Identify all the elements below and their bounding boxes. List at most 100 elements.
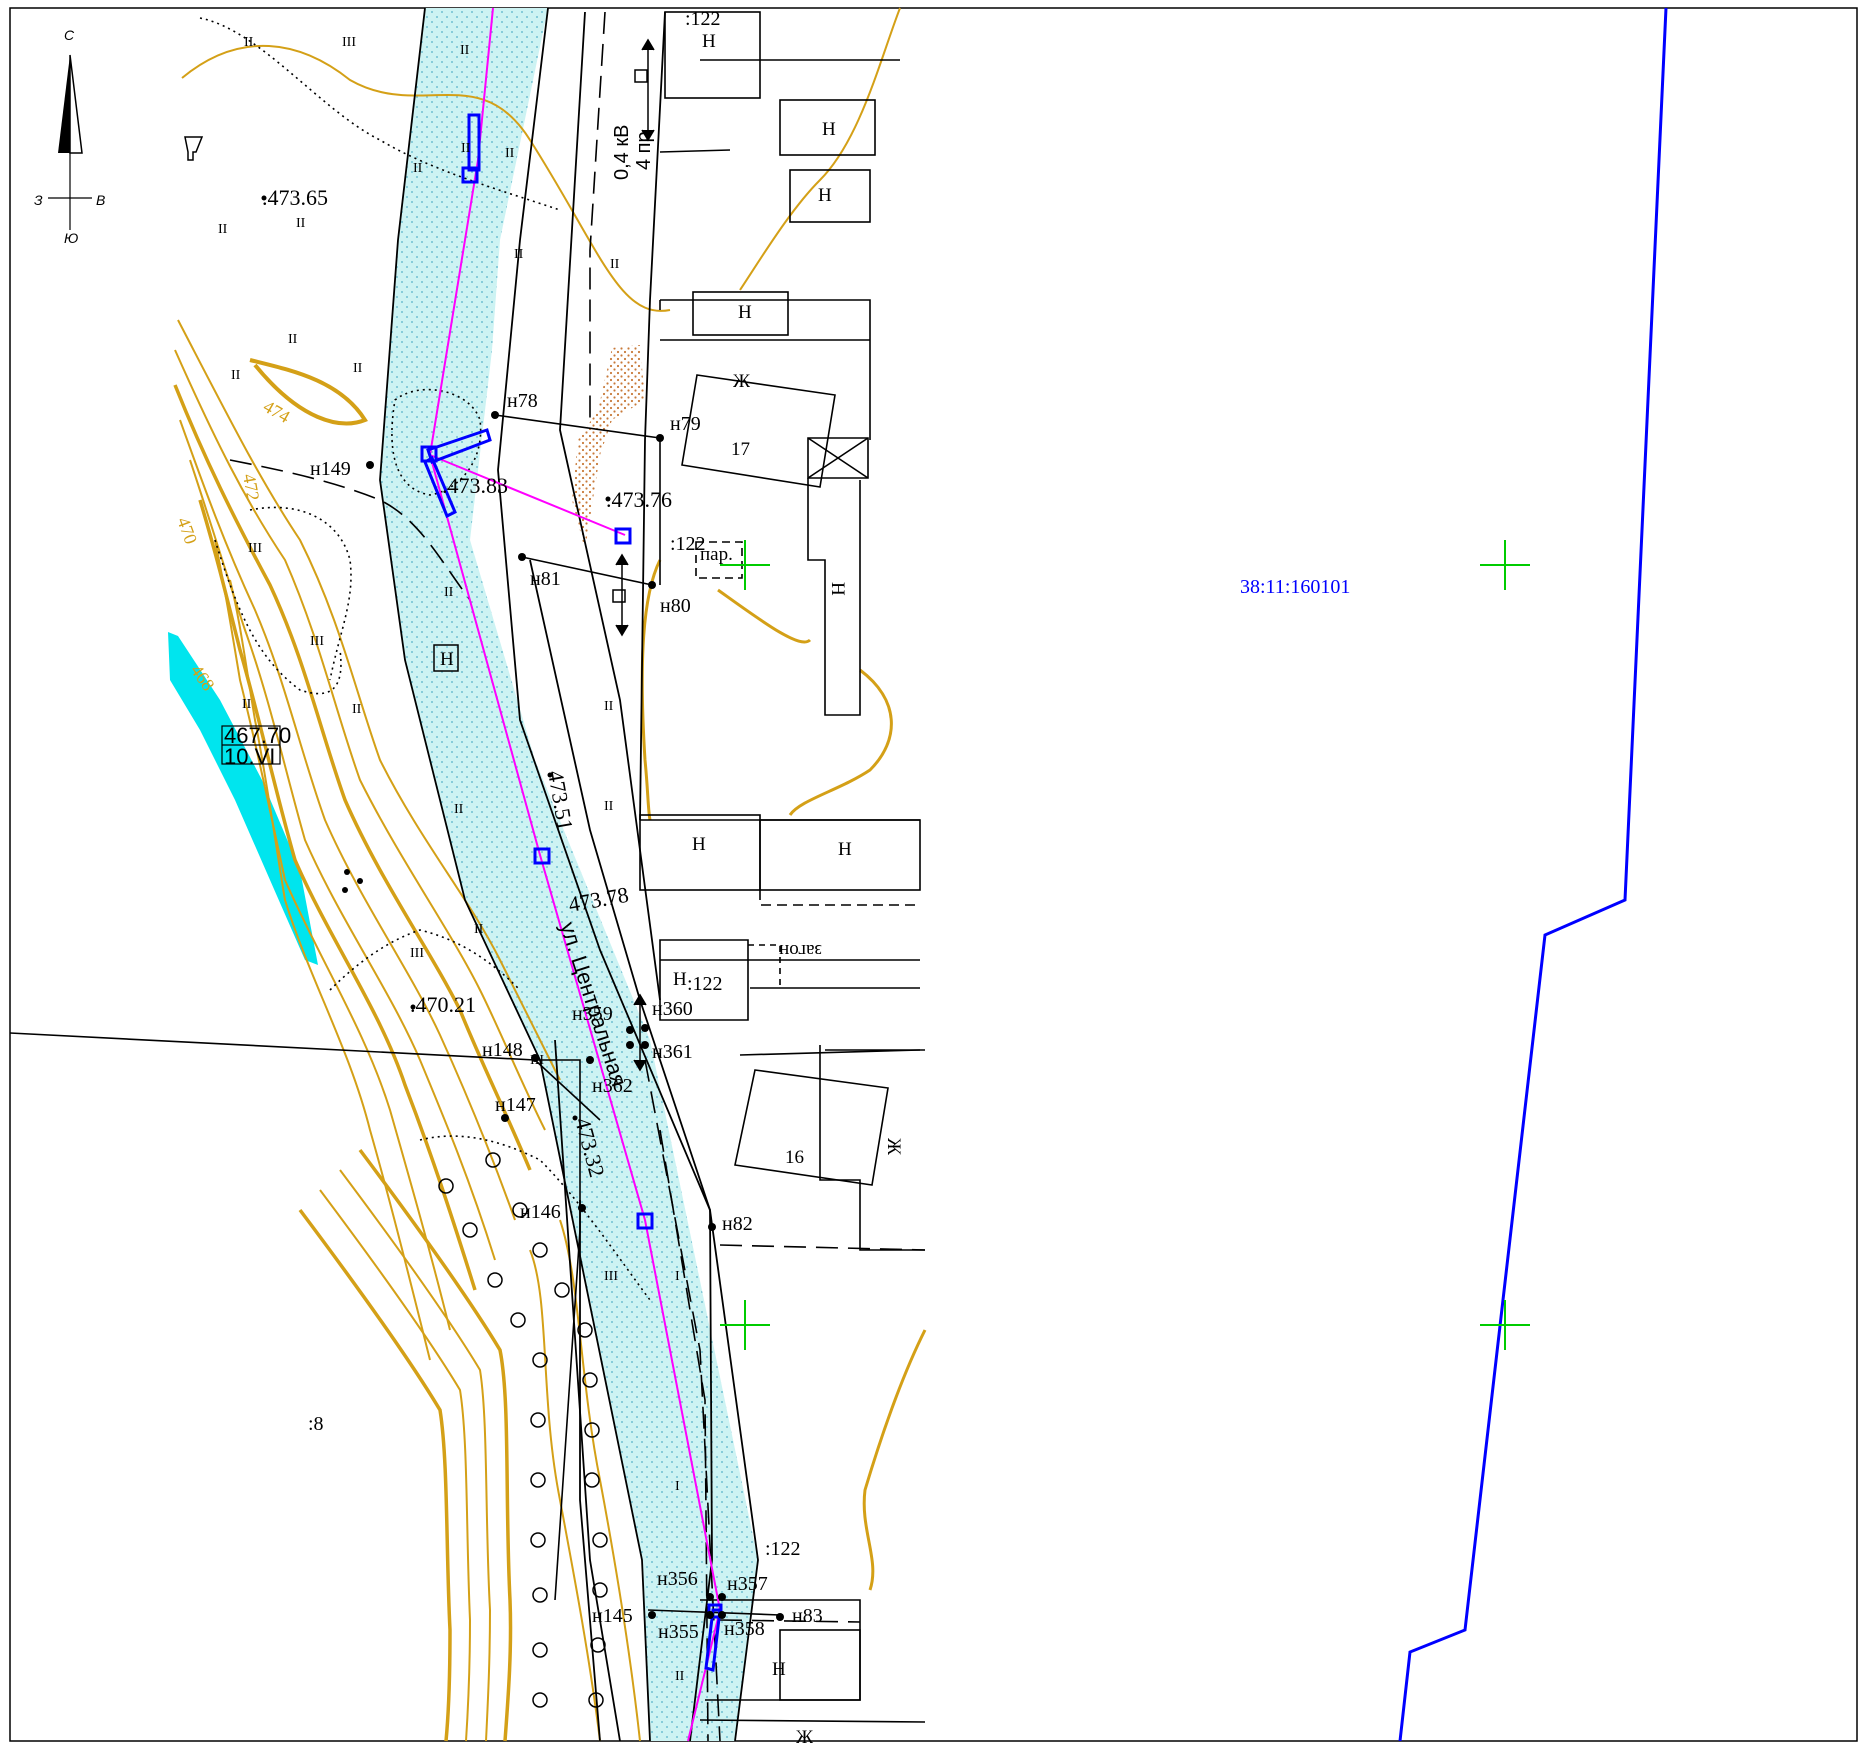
- building-zh-1: Ж: [733, 371, 751, 392]
- road-box-building-label: Н: [440, 649, 454, 670]
- parcel-label-122-lower: :122: [687, 973, 723, 995]
- building-outlines: [639, 11, 925, 1701]
- svg-text:II: II: [296, 216, 306, 231]
- parcel-label-122-bottom: :122: [765, 1538, 801, 1560]
- building-n-3: Н: [818, 185, 832, 206]
- point-label-n82: н82: [722, 1213, 753, 1235]
- svg-text:III: III: [342, 35, 356, 50]
- water-body: [168, 632, 318, 965]
- cadastral-quarter-label: 38:11:160101: [1240, 576, 1350, 598]
- elevation-47376: .473.76: [606, 487, 672, 512]
- powerline-wires: 4 пр: [633, 131, 655, 170]
- svg-text:III: III: [310, 634, 324, 649]
- water-mark-date: 10.VI: [224, 744, 275, 769]
- svg-text:II: II: [675, 1669, 685, 1684]
- svg-text:II: II: [505, 146, 515, 161]
- svg-text:II: II: [460, 43, 470, 58]
- svg-text:II: II: [242, 697, 252, 712]
- svg-text:III: III: [248, 541, 262, 556]
- building-n-9: Н: [772, 1659, 786, 1680]
- point-label-n149: н149: [310, 458, 351, 480]
- elevation-47021: .470.21: [410, 992, 476, 1017]
- building-number-16: 16: [785, 1147, 804, 1168]
- svg-text:II: II: [288, 332, 298, 347]
- road-box-building-icon: [433, 644, 459, 672]
- elevation-47365: .473.65: [262, 185, 328, 210]
- svg-text:II: II: [413, 161, 423, 176]
- map-frame: [9, 7, 1858, 1742]
- compass-west: З: [34, 192, 43, 208]
- powerline-symbols: [612, 38, 655, 1072]
- compass-south: Ю: [64, 230, 78, 246]
- road-edges: [379, 7, 759, 1742]
- svg-text:III: III: [530, 1053, 544, 1068]
- point-label-n356: н356: [657, 1568, 698, 1590]
- building-n-2: Н: [822, 119, 836, 140]
- svg-text:I: I: [675, 1269, 680, 1284]
- point-label-n362: н362: [592, 1075, 633, 1097]
- easement-markers: [420, 113, 723, 1672]
- building-labels: Н Н Н Н Ж 17 Н пар. Н Н Н загон Н 16 Ж Н…: [440, 31, 904, 1748]
- point-label-n148: н148: [482, 1039, 523, 1061]
- building-n-8: Н: [673, 969, 687, 990]
- point-label-n147: н147: [495, 1094, 536, 1116]
- contour-label-472: 472: [239, 472, 263, 502]
- point-label-n79: н79: [670, 413, 701, 435]
- svg-text:II: II: [352, 702, 362, 717]
- svg-text:III: III: [410, 946, 424, 961]
- forest-symbols: [438, 1152, 608, 1708]
- svg-text:II: II: [353, 361, 363, 376]
- building-zh-2: Ж: [883, 1138, 904, 1156]
- point-label-n360: н360: [652, 998, 693, 1020]
- parcel-label-122-top: :122: [685, 8, 721, 30]
- svg-text:II: II: [454, 802, 464, 817]
- point-label-n83: н83: [792, 1605, 823, 1627]
- compass-north: С: [64, 27, 75, 43]
- elevation-47383: .473.83: [442, 473, 508, 498]
- compass: [48, 54, 92, 230]
- tower-icon: [184, 136, 204, 161]
- compass-east: В: [96, 192, 105, 208]
- point-label-n80: н80: [660, 595, 691, 617]
- building-par: пар.: [700, 544, 733, 565]
- point-label-n78: н78: [507, 390, 538, 412]
- svg-text:III: III: [604, 1269, 618, 1284]
- building-number-17: 17: [731, 439, 750, 460]
- svg-text:II: II: [604, 799, 614, 814]
- svg-text:II: II: [604, 699, 614, 714]
- quarter-boundary: [1398, 7, 1668, 1742]
- svg-text:II: II: [474, 922, 484, 937]
- svg-text:II: II: [244, 35, 254, 50]
- svg-text:II: II: [231, 368, 241, 383]
- parcel-label-122-mid: :122: [670, 533, 706, 555]
- building-zh-3: Ж: [796, 1727, 814, 1748]
- soil-patch: [572, 345, 645, 550]
- svg-text:II: II: [461, 141, 471, 156]
- road-area: [380, 8, 758, 1741]
- contour-lines: [173, 7, 927, 1742]
- powerline-voltage: 0,4 кВ: [611, 125, 633, 180]
- point-label-n361: н361: [652, 1041, 693, 1063]
- building-n-6: Н: [692, 834, 706, 855]
- point-labels: н78 н79 н80 н81 н149 н148 н147 н146 н145…: [310, 390, 823, 1643]
- water-mark-value: 467.70: [224, 723, 291, 748]
- point-label-n357: н357: [727, 1573, 768, 1595]
- building-n-5: Н: [827, 582, 848, 596]
- vegetation-boundaries: [199, 17, 651, 1301]
- building-n-1: Н: [702, 31, 716, 52]
- grid-crosses: [720, 540, 1530, 1350]
- building-n-4: Н: [738, 302, 752, 323]
- point-label-n359: н359: [572, 1003, 613, 1025]
- svg-text:II: II: [218, 222, 228, 237]
- svg-text:I: I: [675, 1479, 680, 1494]
- point-label-n358: н358: [724, 1618, 765, 1640]
- building-zagon: загон: [779, 940, 822, 961]
- point-label-n146: н146: [520, 1201, 561, 1223]
- parcel-label-group: :122 :122 :122 :122 :8: [308, 8, 801, 1560]
- svg-text:II: II: [514, 247, 524, 262]
- parcel-label-8: :8: [308, 1413, 324, 1435]
- building-n-7: Н: [838, 839, 852, 860]
- svg-text:II: II: [610, 257, 620, 272]
